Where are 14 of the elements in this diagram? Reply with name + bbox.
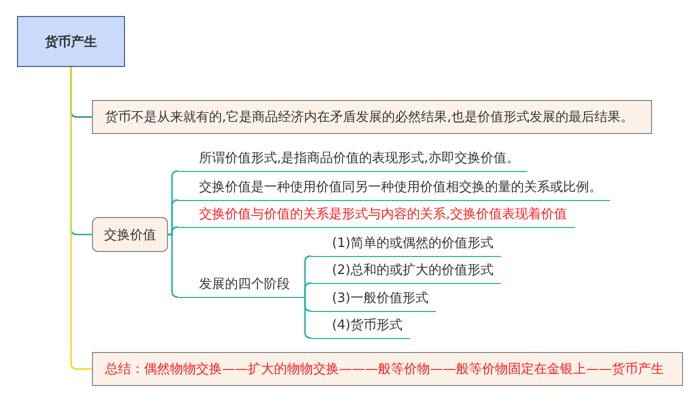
note-box: 货币不是从来就有的,它是商品经济内在矛盾发展的必然结果,也是价值形式发展的最后结果。 [92, 100, 652, 134]
root-topic-box: 货币产生 [17, 16, 125, 67]
underlined-topic: (4)货币形式 [311, 315, 410, 339]
underlined-topic: (1)简单的或偶然的价值形式 [311, 233, 502, 257]
underlined-topic: (3)一般价值形式 [311, 288, 436, 312]
underlined-topic: 交换价值与价值的关系是形式与内容的关系,交换价值表现着价值 [178, 204, 576, 228]
summary-box: 总结：偶然物物交换——扩大的物物交换———般等价物——般等价物固定在金银上——货币产生 [92, 352, 683, 386]
underlined-topic: (2)总和的或扩大的价值形式 [311, 260, 502, 284]
connector-line [304, 282, 312, 297]
topic-box: 交换价值 [92, 217, 168, 252]
connector-line [70, 67, 92, 370]
underlined-topic: 发展的四个阶段 [178, 274, 305, 298]
underlined-topic: 交换价值是一种使用价值同另一种使用价值相交换的量的关系或比例。 [178, 177, 610, 201]
underlined-topic: 所谓价值形式,是指商品价值的表现形式,亦即交换价值。 [178, 148, 528, 172]
